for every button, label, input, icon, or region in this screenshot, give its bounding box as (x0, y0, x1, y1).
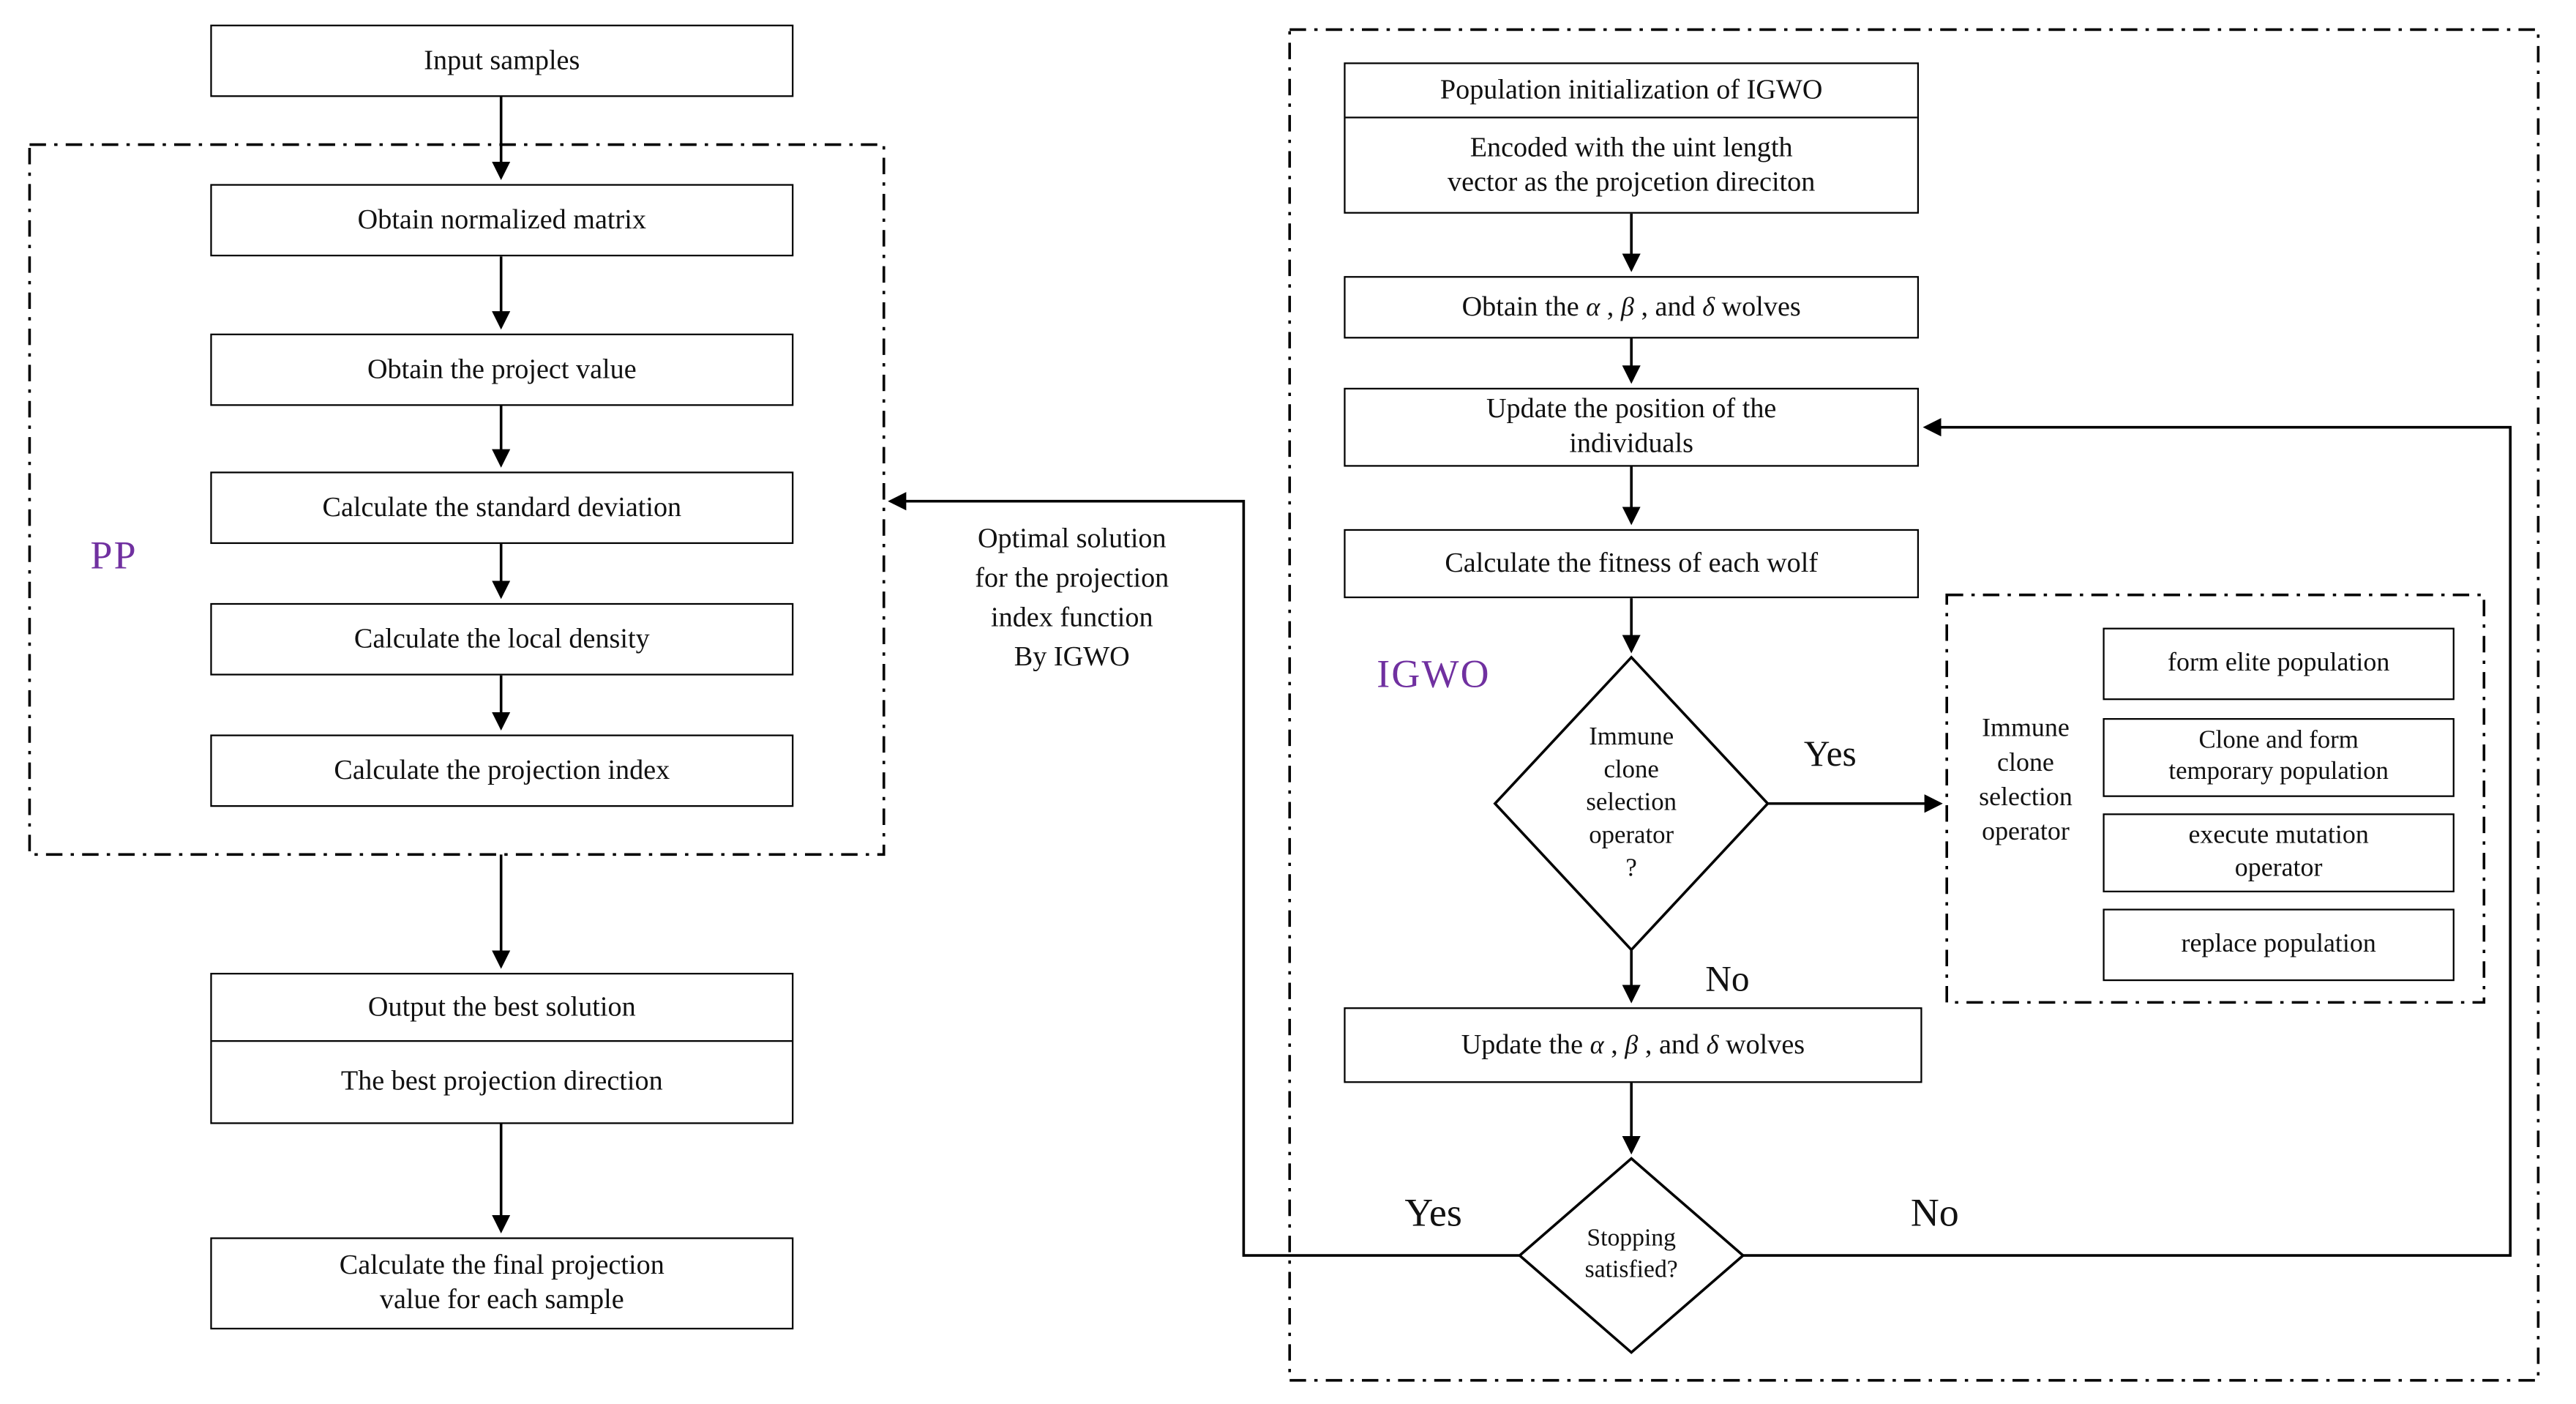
flow-box-output-solution: Output the best solution The best projec… (210, 972, 794, 1124)
immune-operator-label: Immune clone selection operator (1979, 715, 2073, 846)
flow-box-projection-index: Calculate the projection index (210, 734, 794, 807)
stopping-decision-diamond (1517, 1157, 1745, 1354)
encoding-row: Encoded with the uint length vector as t… (1448, 131, 1816, 197)
beta-symbol: β (1620, 293, 1634, 322)
alpha-symbol: α (1590, 1031, 1604, 1060)
no-label-immune: No (1705, 957, 1750, 999)
stopping-decision-text: Stopping satisfied? (1584, 1225, 1678, 1284)
flow-box-input-samples: Input samples (210, 24, 794, 97)
arrow-stopping-no-loop (1742, 418, 2512, 1257)
flow-box-clone-temporary: Clone and form temporary population (2103, 718, 2455, 797)
flow-box-population-init: Population initialization of IGWO Encode… (1344, 62, 1920, 214)
flow-box-local-density: Calculate the local density (210, 602, 794, 676)
yes-label-stopping: Yes (1404, 1192, 1462, 1236)
obtain-wolves-text: Obtain the α , β , and δ wolves (1461, 290, 1801, 322)
arrow-stopping-yes-to-pp (888, 492, 1520, 1257)
yes-label-immune: Yes (1803, 733, 1857, 774)
update-wolves-text: Update the α , β , and δ wolves (1461, 1028, 1805, 1060)
beta-symbol: β (1625, 1031, 1639, 1060)
output-best-solution-row: Output the best solution (211, 974, 793, 1042)
flow-box-execute-mutation: execute mutation operator (2103, 813, 2455, 892)
immune-operator-border (1945, 593, 2486, 1004)
flow-box-final-projection: Calculate the final projection value for… (210, 1237, 794, 1330)
delta-symbol: δ (1702, 293, 1715, 322)
flow-box-standard-deviation: Calculate the standard deviation (210, 471, 794, 545)
flow-box-obtain-wolves: Obtain the α , β , and δ wolves (1344, 276, 1920, 339)
pp-section-label: PP (90, 535, 138, 579)
best-projection-direction-row: The best projection direction (340, 1065, 663, 1097)
flow-box-form-elite: form elite population (2103, 627, 2455, 701)
flow-box-normalized-matrix: Obtain normalized matrix (210, 184, 794, 257)
optimal-solution-annotation: Optimal solution for the projection inde… (975, 522, 1169, 673)
flow-box-project-value: Obtain the project value (210, 333, 794, 406)
immune-decision-text: Immune clone selection operator ? (1586, 722, 1677, 883)
alpha-symbol: α (1586, 293, 1600, 322)
pp-container-border (28, 143, 886, 856)
flow-box-update-wolves: Update the α , β , and δ wolves (1344, 1007, 1922, 1083)
igwo-section-label: IGWO (1377, 654, 1491, 697)
delta-symbol: δ (1706, 1031, 1719, 1060)
population-init-row: Population initialization of IGWO (1345, 64, 1917, 119)
flow-box-update-position: Update the position of the individuals (1344, 387, 1920, 467)
flow-box-replace-population: replace population (2103, 908, 2455, 982)
flow-box-calc-fitness: Calculate the fitness of each wolf (1344, 529, 1920, 599)
no-label-stopping: No (1910, 1192, 1959, 1236)
igwo-container-border (1288, 28, 2540, 1382)
